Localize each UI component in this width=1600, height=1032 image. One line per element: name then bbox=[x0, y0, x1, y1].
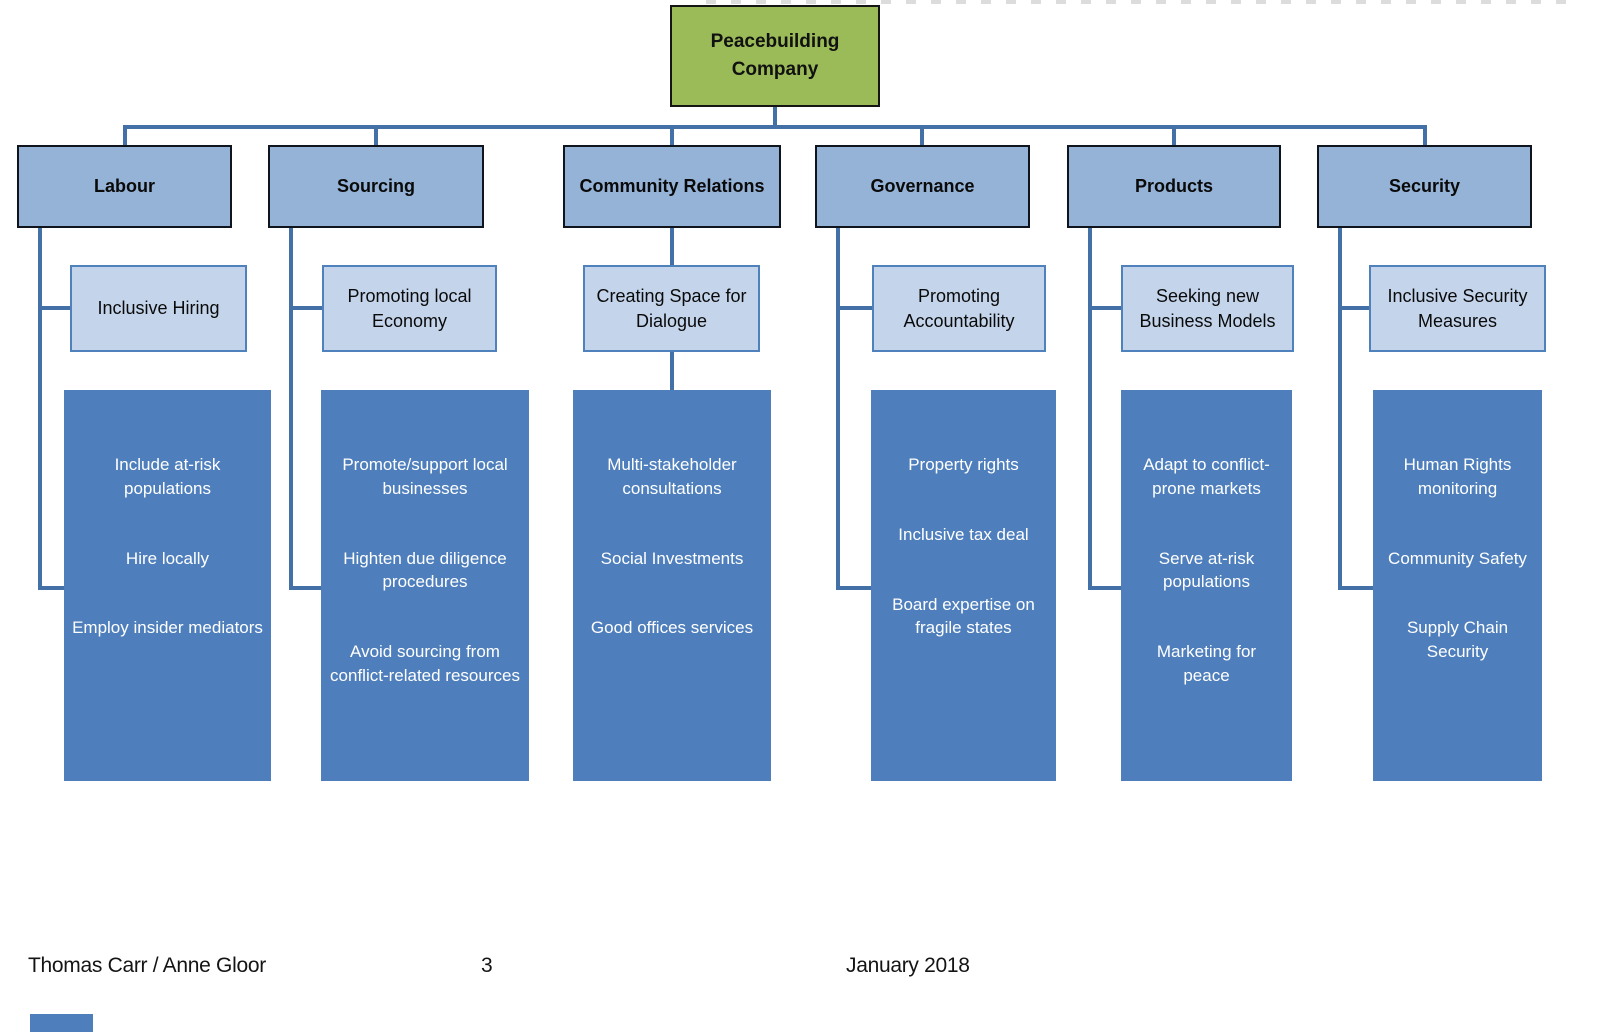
footer-date: January 2018 bbox=[846, 954, 970, 977]
detail-box-sourcing: Promote/support local businesses Highten… bbox=[321, 390, 529, 781]
category-box-labour: Labour bbox=[17, 145, 232, 228]
detail-item: Avoid sourcing from conflict-related res… bbox=[330, 642, 520, 685]
connector-main-horizontal bbox=[123, 125, 1427, 129]
connector-detail-security bbox=[1338, 586, 1373, 590]
detail-item: Multi-stakeholder consultations bbox=[607, 455, 737, 498]
connector-sub-labour bbox=[38, 306, 70, 310]
category-label: Labour bbox=[94, 176, 155, 196]
sub-label: Inclusive Security Measures bbox=[1387, 286, 1528, 331]
connector-stub-products bbox=[1172, 125, 1176, 147]
category-box-security: Security bbox=[1317, 145, 1532, 228]
detail-item: Adapt to conflict-prone markets bbox=[1143, 455, 1270, 498]
detail-item: Community Safety bbox=[1388, 548, 1527, 568]
category-label: Community Relations bbox=[579, 176, 765, 196]
sub-box-products: Seeking new Business Models bbox=[1121, 265, 1294, 352]
sub-box-security: Inclusive Security Measures bbox=[1369, 265, 1546, 352]
detail-item: Marketing for peace bbox=[1156, 642, 1257, 685]
detail-item: Property rights bbox=[908, 455, 1019, 474]
category-box-community-relations: Community Relations bbox=[563, 145, 781, 228]
sub-label: Creating Space for Dialogue bbox=[596, 286, 747, 331]
detail-box-security: Human Rights monitoring Community Safety… bbox=[1373, 390, 1542, 781]
category-label: Sourcing bbox=[336, 176, 415, 196]
sub-box-sourcing: Promoting local Economy bbox=[322, 265, 497, 352]
detail-item: Include at-risk populations bbox=[114, 455, 221, 498]
sub-label: Promoting Accountability bbox=[903, 286, 1015, 331]
connector-detail-sourcing bbox=[289, 586, 321, 590]
sub-label: Promoting local Economy bbox=[347, 286, 472, 331]
detail-item: Human Rights monitoring bbox=[1403, 455, 1512, 498]
cropped-edge-marks bbox=[706, 0, 1566, 4]
connector-sub-security bbox=[1338, 306, 1369, 310]
root-node: Peacebuilding Company bbox=[670, 5, 880, 107]
connector-vertical-community-relations-1 bbox=[670, 228, 674, 265]
category-box-sourcing: Sourcing bbox=[268, 145, 484, 228]
connector-detail-products bbox=[1088, 586, 1121, 590]
connector-stub-sourcing bbox=[374, 125, 378, 147]
cropped-shape-bottom-left bbox=[30, 1014, 93, 1032]
root-node-label: Peacebuilding Company bbox=[710, 31, 840, 80]
sub-label: Seeking new Business Models bbox=[1139, 286, 1276, 331]
detail-item: Employ insider mediators bbox=[72, 618, 263, 638]
category-box-governance: Governance bbox=[815, 145, 1030, 228]
category-label: Security bbox=[1388, 176, 1461, 196]
connector-vertical-labour bbox=[38, 228, 42, 590]
detail-item: Hire locally bbox=[125, 548, 210, 568]
connector-detail-governance bbox=[836, 586, 871, 590]
sub-box-community-relations: Creating Space for Dialogue bbox=[583, 265, 760, 352]
detail-item: Inclusive tax deal bbox=[898, 524, 1029, 544]
connector-detail-labour bbox=[38, 586, 64, 590]
category-label: Governance bbox=[870, 176, 975, 196]
footer-authors: Thomas Carr / Anne Gloor bbox=[28, 954, 266, 977]
detail-item: Board expertise on fragile states bbox=[892, 594, 1035, 638]
connector-root-stub bbox=[773, 107, 777, 127]
connector-sub-governance bbox=[836, 306, 872, 310]
detail-box-products: Adapt to conflict-prone markets Serve at… bbox=[1121, 390, 1292, 781]
detail-box-labour: Include at-risk populations Hire locally… bbox=[64, 390, 271, 781]
detail-item: Highten due diligence procedures bbox=[343, 548, 507, 592]
connector-sub-sourcing bbox=[289, 306, 322, 310]
connector-vertical-governance bbox=[836, 228, 840, 590]
connector-stub-community-relations bbox=[670, 125, 674, 147]
detail-item: Good offices services bbox=[590, 618, 754, 638]
connector-vertical-security bbox=[1338, 228, 1342, 590]
detail-box-community-relations: Multi-stakeholder consultations Social I… bbox=[573, 390, 771, 781]
detail-item: Social Investments bbox=[600, 548, 744, 568]
sub-box-governance: Promoting Accountability bbox=[872, 265, 1046, 352]
connector-vertical-products bbox=[1088, 228, 1092, 590]
connector-vertical-sourcing bbox=[289, 228, 293, 590]
detail-item: Promote/support local businesses bbox=[342, 455, 508, 498]
connector-stub-governance bbox=[920, 125, 924, 147]
detail-item: Serve at-risk populations bbox=[1158, 548, 1255, 592]
footer-page-number: 3 bbox=[481, 954, 493, 977]
detail-box-governance: Property rights Inclusive tax deal Board… bbox=[871, 390, 1056, 781]
category-box-products: Products bbox=[1067, 145, 1281, 228]
connector-stub-security bbox=[1423, 125, 1427, 147]
connector-sub-products bbox=[1088, 306, 1121, 310]
connector-stub-labour bbox=[123, 125, 127, 147]
connector-vertical-community-relations-2 bbox=[670, 352, 674, 390]
sub-label: Inclusive Hiring bbox=[97, 298, 220, 319]
category-label: Products bbox=[1134, 176, 1213, 196]
detail-item: Supply Chain Security bbox=[1406, 618, 1509, 662]
sub-box-labour: Inclusive Hiring bbox=[70, 265, 247, 352]
